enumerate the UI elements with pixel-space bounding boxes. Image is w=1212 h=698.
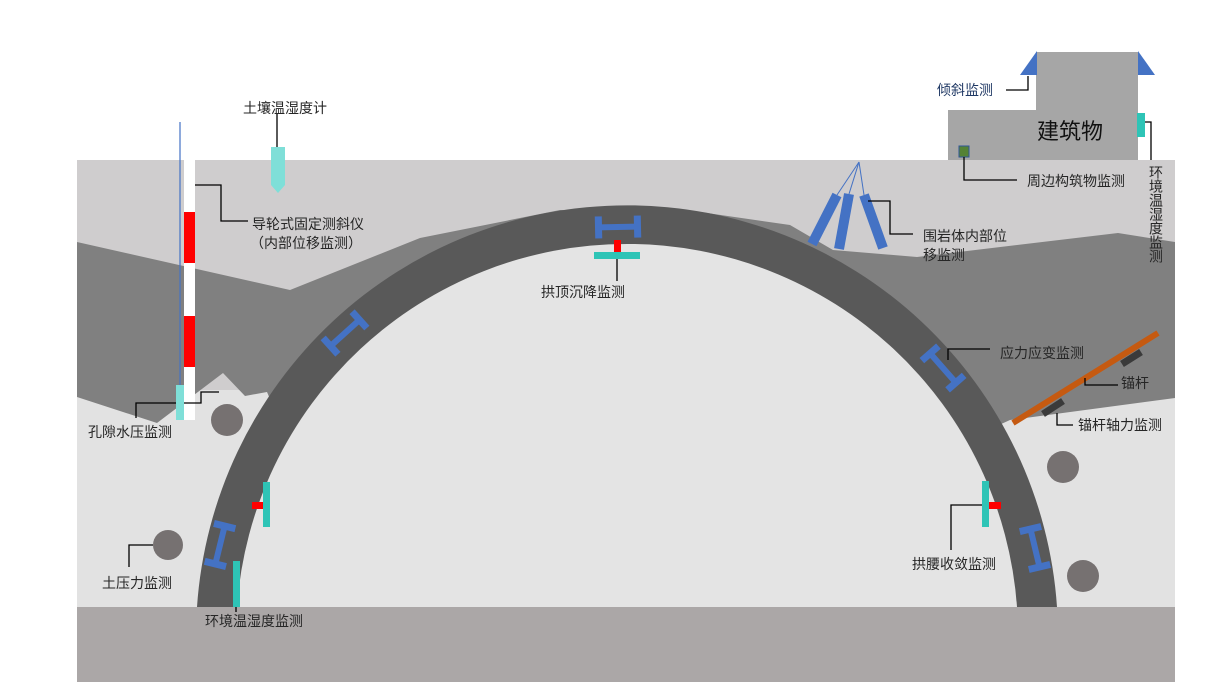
leader-line xyxy=(963,157,1017,181)
label-anchor-axial-force: 锚杆轴力监测 xyxy=(1078,418,1162,434)
label-surrounding-structure: 周边构筑物监测 xyxy=(1027,174,1125,190)
inclinometer-casing xyxy=(184,160,195,420)
boulder xyxy=(1067,560,1099,592)
convergence-target xyxy=(982,481,989,527)
convergence-pin xyxy=(252,502,264,509)
boulder xyxy=(1047,451,1079,483)
building-label: 建筑物 xyxy=(1037,120,1103,145)
label-inclinometer: 导轮式固定测斜仪 xyxy=(252,217,364,233)
tunnel-interior xyxy=(237,243,1017,607)
steel-arch-icon xyxy=(203,520,237,570)
label-soil-temp-humidity: 土壤温湿度计 xyxy=(243,100,327,117)
leader-line xyxy=(950,504,982,550)
building: 建筑物 xyxy=(948,51,1155,160)
structure-marker-icon xyxy=(958,145,970,158)
label-pore-water-pressure: 孔隙水压监测 xyxy=(88,425,172,441)
env-sensor-icon xyxy=(1137,113,1145,137)
label-env-temp-humidity-left: 环境温湿度监测 xyxy=(205,614,303,630)
boulder xyxy=(211,404,243,436)
multipoint-extensometer xyxy=(807,161,888,250)
inclinometer-segment xyxy=(184,316,195,367)
leader-line xyxy=(947,348,990,360)
earth-pressure-cell xyxy=(153,530,183,560)
inclinometer-segment xyxy=(184,212,195,263)
label-arch-convergence: 拱腰收敛监测 xyxy=(912,557,996,573)
settlement-plate xyxy=(594,252,640,259)
label-rock-displacement-sub: 移监测 xyxy=(923,248,965,264)
tilt-sensor-icon xyxy=(1138,51,1155,75)
tunnel-floor xyxy=(77,607,1175,682)
leader-line xyxy=(184,391,219,404)
label-earth-pressure: 土压力监测 xyxy=(102,576,172,592)
anchor-gauge xyxy=(1041,398,1065,417)
label-crown-settlement: 拱顶沉降监测 xyxy=(541,285,625,301)
tilt-sensor-icon xyxy=(1020,51,1037,75)
convergence-target xyxy=(263,482,270,527)
label-rock-displacement: 围岩体内部位 xyxy=(923,229,1007,245)
label-tilt: 倾斜监测 xyxy=(937,83,993,99)
leader-line xyxy=(1084,378,1118,386)
leader-line xyxy=(1145,121,1152,160)
label-inclinometer-sub: （内部位移监测） xyxy=(250,236,362,252)
convergence-pin xyxy=(989,502,1001,509)
leader-line xyxy=(195,184,248,222)
label-env-temp-humidity-right: 环境温湿度监测 xyxy=(1147,165,1163,263)
settlement-rod xyxy=(614,240,621,253)
leader-line xyxy=(1006,76,1029,91)
env-sensor-icon xyxy=(233,561,240,607)
label-stress-strain: 应力应变监测 xyxy=(1000,345,1084,362)
leader-line xyxy=(135,402,176,418)
leader-line xyxy=(1056,413,1073,426)
steel-arch-icon xyxy=(919,343,967,393)
steel-arch-icon xyxy=(320,309,370,357)
leader-line xyxy=(868,200,913,235)
leader-line xyxy=(128,544,153,567)
pore-pressure-sensor-icon xyxy=(176,385,184,420)
anchor-gauge xyxy=(1120,349,1143,367)
steel-arch-icon xyxy=(1018,523,1052,573)
steel-arch-icon xyxy=(594,215,642,239)
soil-sensor-icon xyxy=(271,147,285,193)
label-anchor-bolt: 锚杆 xyxy=(1121,376,1149,392)
